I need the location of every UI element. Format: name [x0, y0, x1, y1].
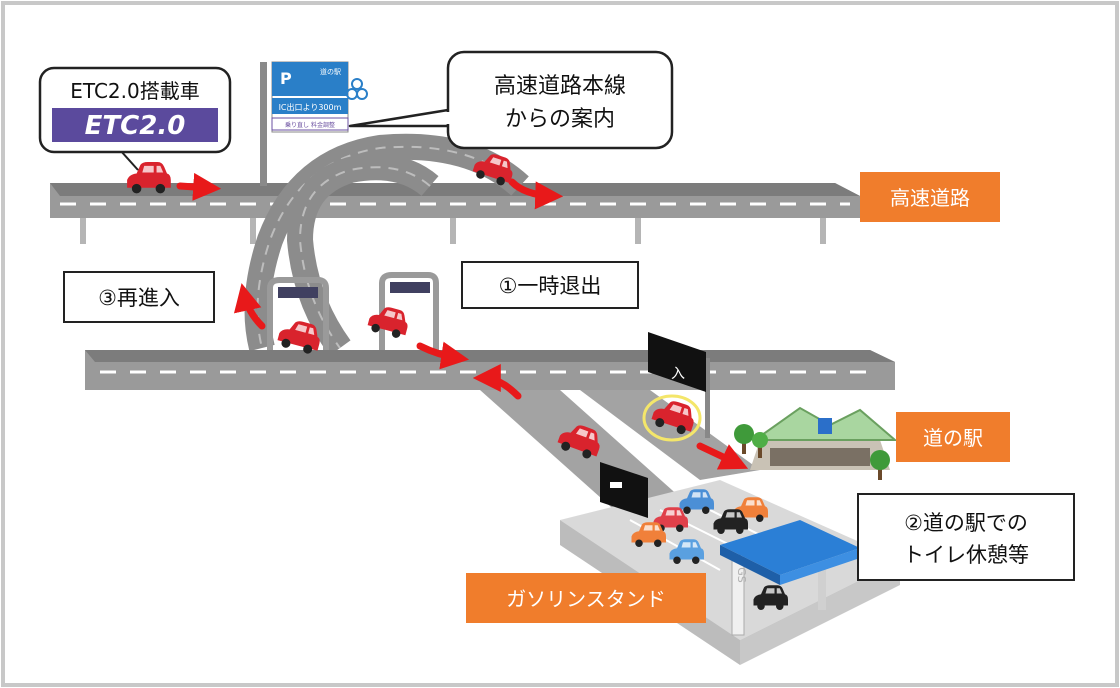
michi-no-eki-label-text: 道の駅 — [923, 426, 983, 450]
sign-distance: IC出口より300m — [279, 102, 342, 112]
arrow-highway-start — [176, 172, 222, 201]
label-michi-no-eki: 道の駅 — [896, 412, 1010, 462]
highway-label-text: 高速道路 — [890, 186, 970, 210]
arrow-highway-exit — [508, 178, 564, 210]
gas-station-canopy: GS — [720, 520, 860, 636]
arrow-reentry — [233, 283, 266, 330]
box-temporary-exit: ①一時退出 — [461, 261, 639, 309]
callout-highway-guidance: 高速道路本線 からの案内 — [348, 50, 674, 150]
etc-vehicle-label: ETC2.0搭載車 — [70, 79, 199, 103]
toll-gate-left — [267, 277, 329, 350]
trees — [734, 424, 890, 480]
temporary-exit-label: ①一時退出 — [499, 274, 602, 298]
facility-sign-entrance: 入 — [648, 332, 710, 438]
highway-guide-sign: P 道の駅 IC出口より300m 乗り直し 料金調整 — [260, 61, 368, 186]
box-rest-stop: ②道の駅での トイレ休憩等 — [857, 493, 1075, 581]
facility-sign-gas — [600, 462, 648, 518]
guidance-line-1: 高速道路本線 — [494, 74, 626, 99]
guidance-line-2: からの案内 — [505, 107, 615, 132]
etc-logo-text: ETC2.0 — [85, 111, 186, 141]
gas-station-label-text: ガソリンスタンド — [506, 587, 666, 611]
sign-p-mark: P — [280, 69, 292, 88]
arrow-to-station — [696, 442, 749, 470]
etc-logo — [52, 108, 218, 142]
sign-station-name: 道の駅 — [320, 67, 341, 76]
arrow-back-to-road — [472, 364, 522, 400]
gas-pole-text: GS — [735, 567, 748, 583]
entrance-sign-text: 入 — [671, 366, 685, 382]
box-re-entry: ③再進入 — [63, 271, 215, 323]
label-highway: 高速道路 — [860, 172, 1000, 222]
car-highlight — [642, 394, 702, 442]
toll-gate-right — [379, 272, 439, 350]
rest-line-2: トイレ休憩等 — [903, 543, 1029, 567]
label-gas-station: ガソリンスタンド — [466, 573, 706, 623]
local-road — [85, 350, 895, 390]
callout-etc-vehicle: ETC2.0搭載車 ETC2.0 — [38, 66, 232, 171]
sign-note: 乗り直し 料金調整 — [285, 121, 335, 129]
arrow-gate-out — [416, 341, 470, 370]
michi-no-eki-building — [750, 406, 898, 470]
route-arrows — [176, 172, 749, 470]
re-entry-label: ③再進入 — [98, 286, 180, 310]
elevated-highway — [50, 183, 860, 244]
rest-line-1: ②道の駅での — [904, 511, 1028, 535]
